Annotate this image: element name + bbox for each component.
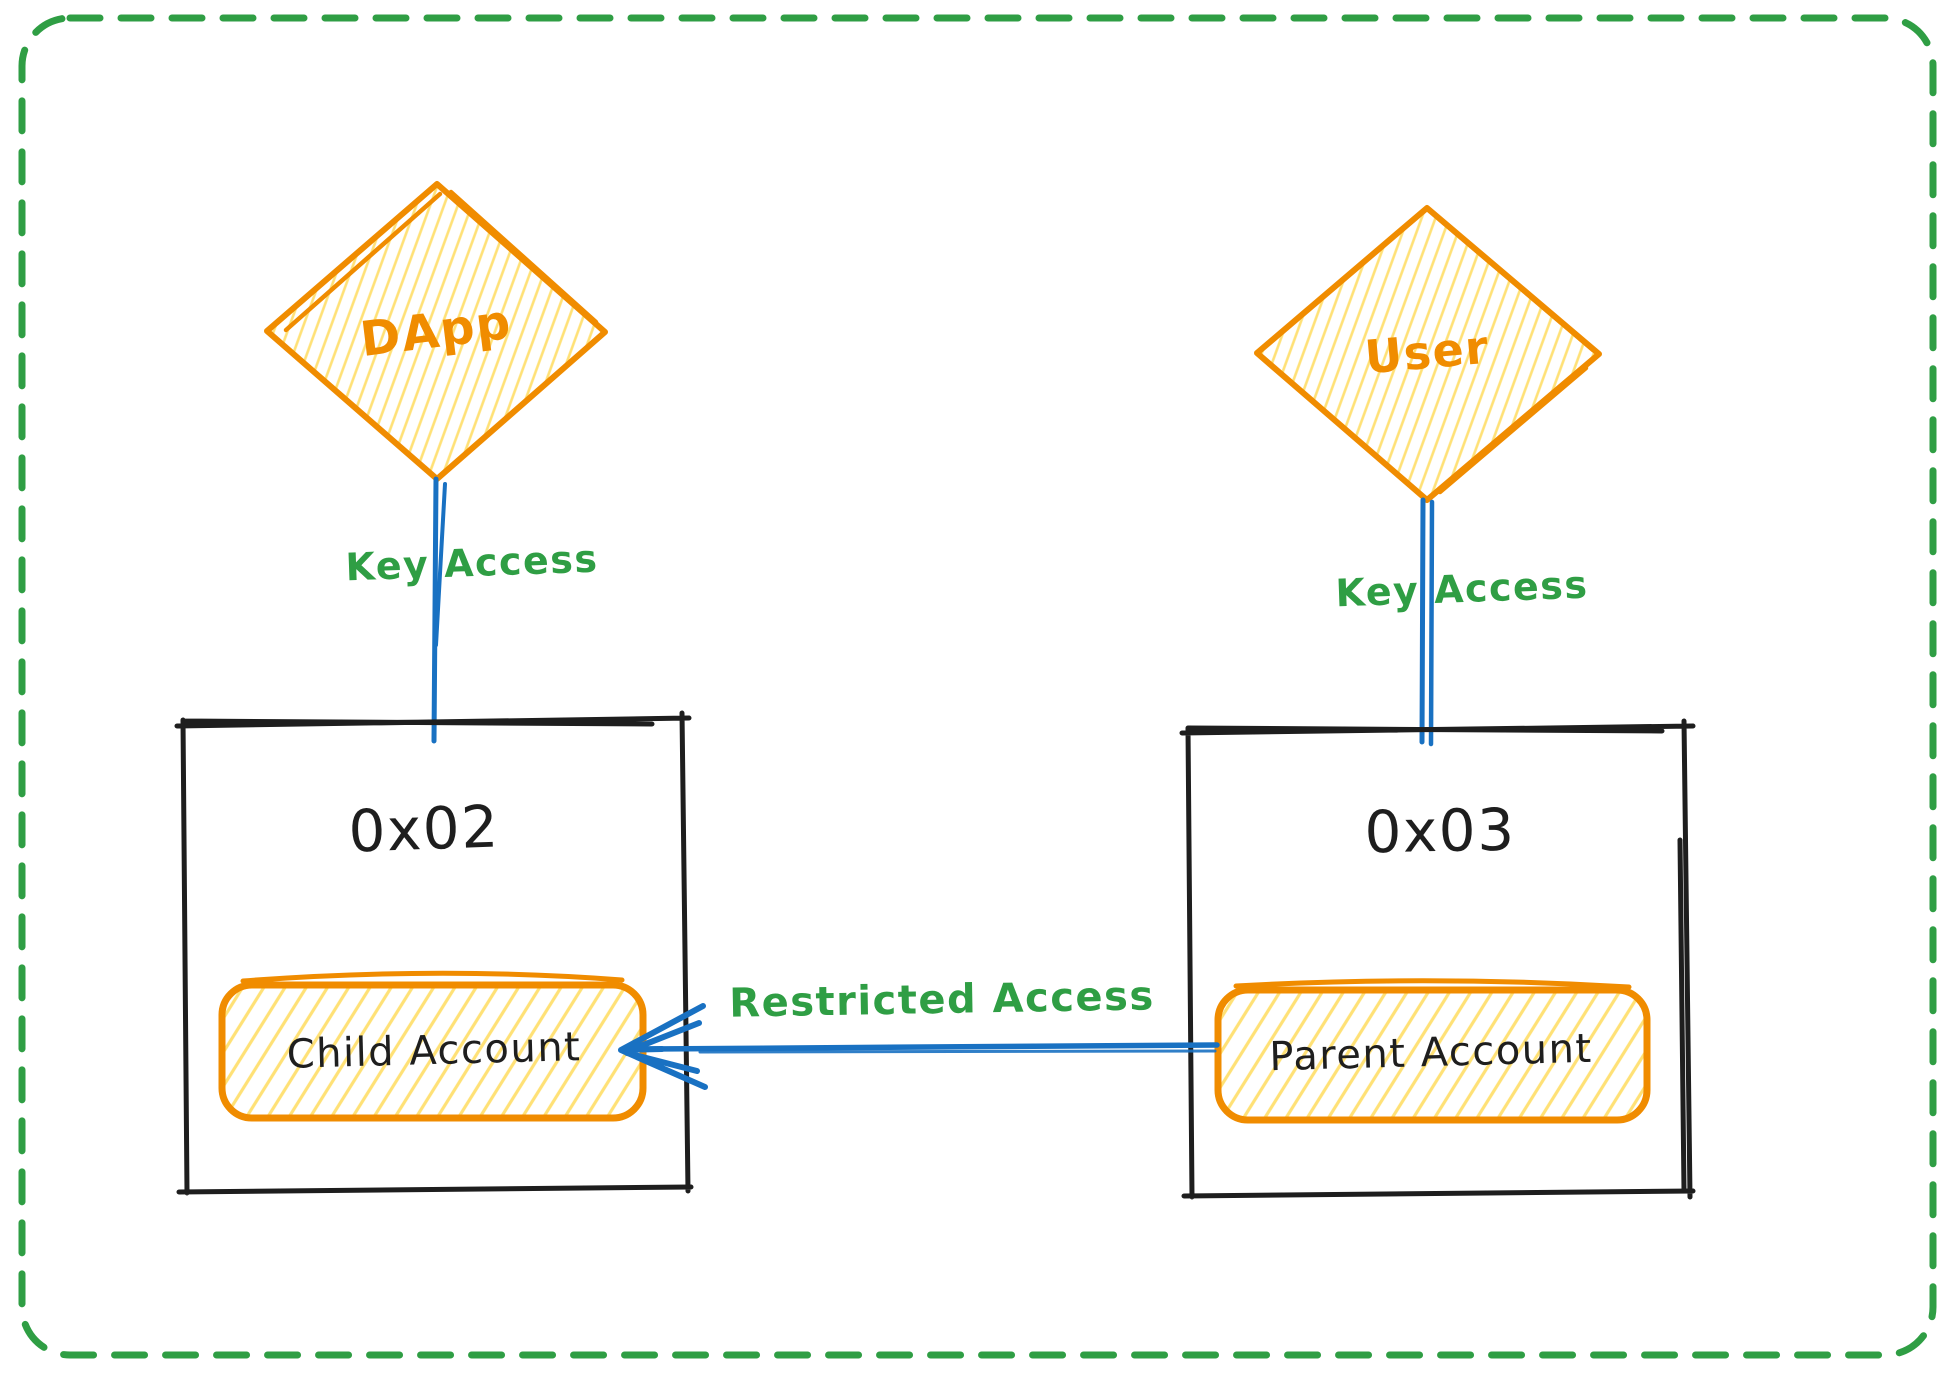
restricted-access-line [645, 1042, 1220, 1052]
dapp-diamond-sketch-stroke [283, 189, 599, 333]
key-access-label-right: Key Access [1335, 563, 1589, 616]
wallet-0x02-rect [174, 710, 694, 1196]
key-access-edge-right: Key Access [1335, 497, 1589, 747]
user-diamond-sketch-stroke [1435, 215, 1596, 495]
key-access-line-right-second [1428, 499, 1435, 747]
parent-account-box [1214, 986, 1651, 1124]
user-label: User [1363, 320, 1492, 385]
dapp-node: DApp [264, 181, 608, 482]
restricted-access-line-second [698, 1049, 1217, 1054]
key-access-edge-left: Key Access [345, 476, 599, 744]
key-access-label-left: Key Access [345, 537, 599, 590]
user-node: User [1254, 205, 1602, 503]
parent-account-node: Parent Account [1214, 978, 1651, 1124]
key-access-line-left [431, 476, 439, 744]
child-account-label: Child Account [286, 1024, 582, 1078]
parent-account-label: Parent Account [1269, 1026, 1593, 1080]
child-account-node: Child Account [218, 970, 647, 1122]
restricted-access-arrowhead [618, 1003, 708, 1090]
wallet-0x02-node: 0x02 [174, 710, 694, 1196]
parent-account-sketch-stroke [1233, 978, 1632, 990]
canvas-dashed-border [18, 14, 1937, 1359]
key-access-line-right [1419, 497, 1426, 745]
restricted-access-edge: Restricted Access [618, 973, 1220, 1090]
restricted-access-label: Restricted Access [729, 973, 1155, 1026]
wallet-0x03-label: 0x03 [1364, 796, 1516, 867]
wallet-0x02-label: 0x02 [347, 792, 500, 865]
wallet-0x03-node: 0x03 [1179, 718, 1696, 1200]
key-access-line-left-second [434, 482, 447, 647]
wallet-0x03-rect [1179, 718, 1696, 1200]
child-account-sketch-stroke [240, 970, 625, 984]
